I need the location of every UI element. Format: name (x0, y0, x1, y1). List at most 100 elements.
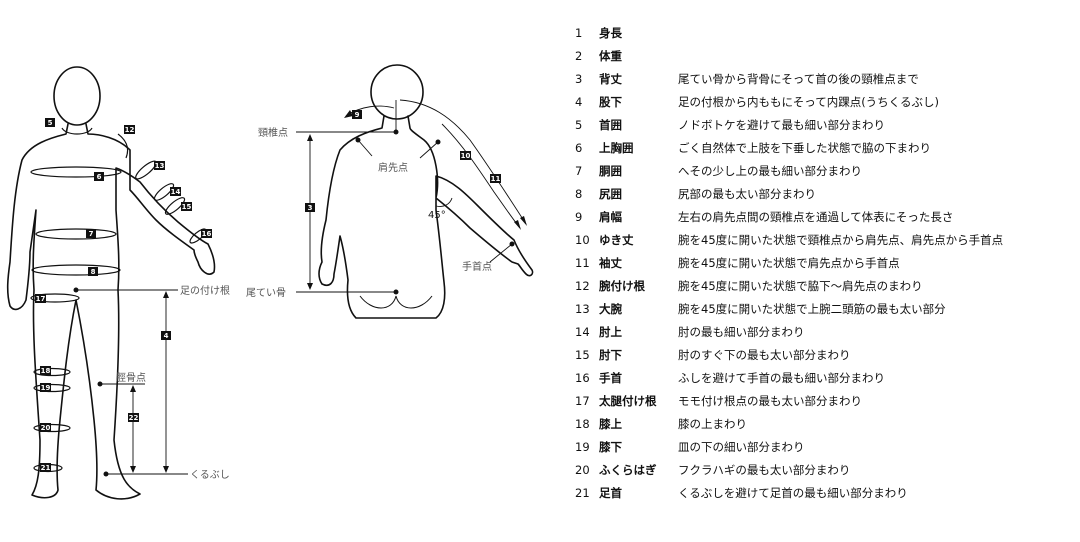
back-buttocks-line (359, 295, 433, 309)
legend-item-number: 13 (575, 302, 590, 316)
legend-item-number: 17 (575, 394, 590, 408)
legend-item-number: 15 (575, 348, 590, 362)
legend-item-description: 皿の下の細い部分まわり (678, 440, 805, 454)
legend-item-description: へその少し上の最も細い部分まわり (678, 164, 862, 178)
svg-text:19: 19 (41, 384, 51, 392)
badge-6: 6 (94, 172, 104, 181)
legend-item-name: 腕付け根 (599, 279, 645, 293)
legend-item-name: 尻囲 (599, 187, 622, 201)
legend-item-number: 4 (575, 95, 583, 109)
legend-item-number: 2 (575, 49, 583, 63)
legend-item: 2 体重 (575, 47, 1075, 70)
badge-20: 20 (40, 423, 51, 432)
back-head (370, 64, 424, 120)
back-body-outline (318, 115, 534, 319)
svg-text:13: 13 (155, 162, 165, 170)
tailbone-label: 尾てい骨 (246, 287, 286, 299)
front-waist-ring (35, 228, 117, 240)
legend-item-name: 背丈 (599, 72, 622, 86)
leg-base-label: 足の付け根 (180, 284, 230, 297)
svg-text:3: 3 (308, 204, 313, 212)
front-hip-ring (31, 264, 121, 276)
legend-item-number: 11 (575, 256, 590, 270)
svg-text:7: 7 (89, 230, 94, 238)
angle-arc (435, 197, 453, 207)
front-head (53, 66, 101, 126)
legend-item-number: 20 (575, 463, 590, 477)
legend-item-number: 12 (575, 279, 590, 293)
legend-item-description: 腕を45度に開いた状態で上腕二頭筋の最も太い部分 (678, 302, 946, 316)
legend-item-number: 6 (575, 141, 583, 155)
badge-16: 16 (201, 229, 212, 238)
badge-9: 9 (352, 110, 362, 119)
badge-8: 8 (88, 267, 98, 276)
legend-item-name: 胴囲 (599, 164, 622, 178)
legend-item-name: 袖丈 (599, 256, 622, 270)
legend-item-description: 膝の上まわり (678, 417, 747, 431)
svg-text:4: 4 (164, 332, 169, 340)
back-body-figure: 9 3 10 11 頸椎点 肩先点 尾てい骨 手首点 45° (246, 64, 534, 319)
badge-15: 15 (181, 202, 192, 211)
svg-text:9: 9 (355, 111, 360, 119)
badge-13: 13 (154, 161, 165, 170)
legend-item-name: 大腕 (599, 302, 622, 316)
legend-item-number: 21 (575, 486, 590, 500)
neck-point-label: 頸椎点 (258, 126, 288, 139)
front-elbow-upper-ring (153, 183, 175, 201)
legend-item-description: ごく自然体で上肢を下垂した状態で脇の下まわり (678, 141, 931, 155)
legend-item-description: 腕を45度に開いた状態で頸椎点から肩先点、肩先点から手首点 (678, 233, 1004, 247)
legend-item-name: 肩幅 (599, 210, 622, 224)
legend-item-number: 16 (575, 371, 590, 385)
badge-5: 5 (45, 118, 55, 127)
badge-11: 11 (490, 174, 501, 183)
legend-item-description: モモ付け根点の最も太い部分まわり (678, 394, 862, 408)
sleeve-outer-arrow (399, 99, 527, 225)
legend-item-name: 体重 (599, 49, 622, 63)
front-knee-lower-ring (33, 383, 71, 393)
badge-19: 19 (40, 383, 51, 392)
legend-item-description: 肘のすぐ下の最も太い部分まわり (678, 348, 851, 362)
wrist-point-label: 手首点 (462, 260, 492, 273)
legend-item: 13 大腕 腕を45度に開いた状態で上腕二頭筋の最も太い部分 (575, 300, 1075, 323)
legend-item: 15 肘下 肘のすぐ下の最も太い部分まわり (575, 346, 1075, 369)
tibia-point-label: 脛骨点 (116, 372, 146, 384)
badge-10: 10 (460, 151, 471, 160)
legend-item-name: 肘下 (599, 348, 622, 362)
front-thigh-ring (30, 293, 80, 303)
legend-item-description: 尾てい骨から背骨にそって首の後の頸椎点まで (678, 72, 919, 86)
legend-item-name: 肘上 (599, 325, 622, 339)
badge-7: 7 (86, 229, 96, 238)
badge-18: 18 (40, 366, 51, 375)
body-measurement-diagram: 5 12 6 13 14 15 16 7 8 17 4 18 19 22 20 … (6, 64, 534, 500)
front-body-figure: 5 12 6 13 14 15 16 7 8 17 4 18 19 22 20 … (6, 66, 230, 500)
legend-item-number: 1 (575, 26, 583, 40)
legend-item-name: 股下 (599, 95, 622, 109)
front-badges: 5 12 6 13 14 15 16 7 8 17 4 18 19 22 20 … (35, 118, 212, 472)
svg-text:10: 10 (461, 152, 471, 160)
legend-item-name: 膝上 (599, 417, 622, 431)
legend-item-number: 7 (575, 164, 583, 178)
svg-text:5: 5 (48, 119, 53, 127)
legend-item: 16 手首 ふしを避けて手首の最も細い部分まわり (575, 369, 1075, 392)
shoulder-point-label: 肩先点 (378, 161, 408, 174)
legend-item-name: 手首 (599, 371, 622, 385)
legend-item-description: フクラハギの最も太い部分まわり (678, 463, 851, 477)
badge-12: 12 (124, 125, 135, 134)
svg-text:16: 16 (202, 230, 212, 238)
legend-item: 7 胴囲 へその少し上の最も細い部分まわり (575, 162, 1075, 185)
sleeve-inner-arrow (441, 123, 521, 229)
legend-item-description: 腕を45度に開いた状態で肩先点から手首点 (678, 256, 900, 270)
front-armpit-ring (117, 133, 129, 159)
legend-item-description: ふしを避けて手首の最も細い部分まわり (678, 371, 885, 385)
svg-text:15: 15 (182, 203, 192, 211)
